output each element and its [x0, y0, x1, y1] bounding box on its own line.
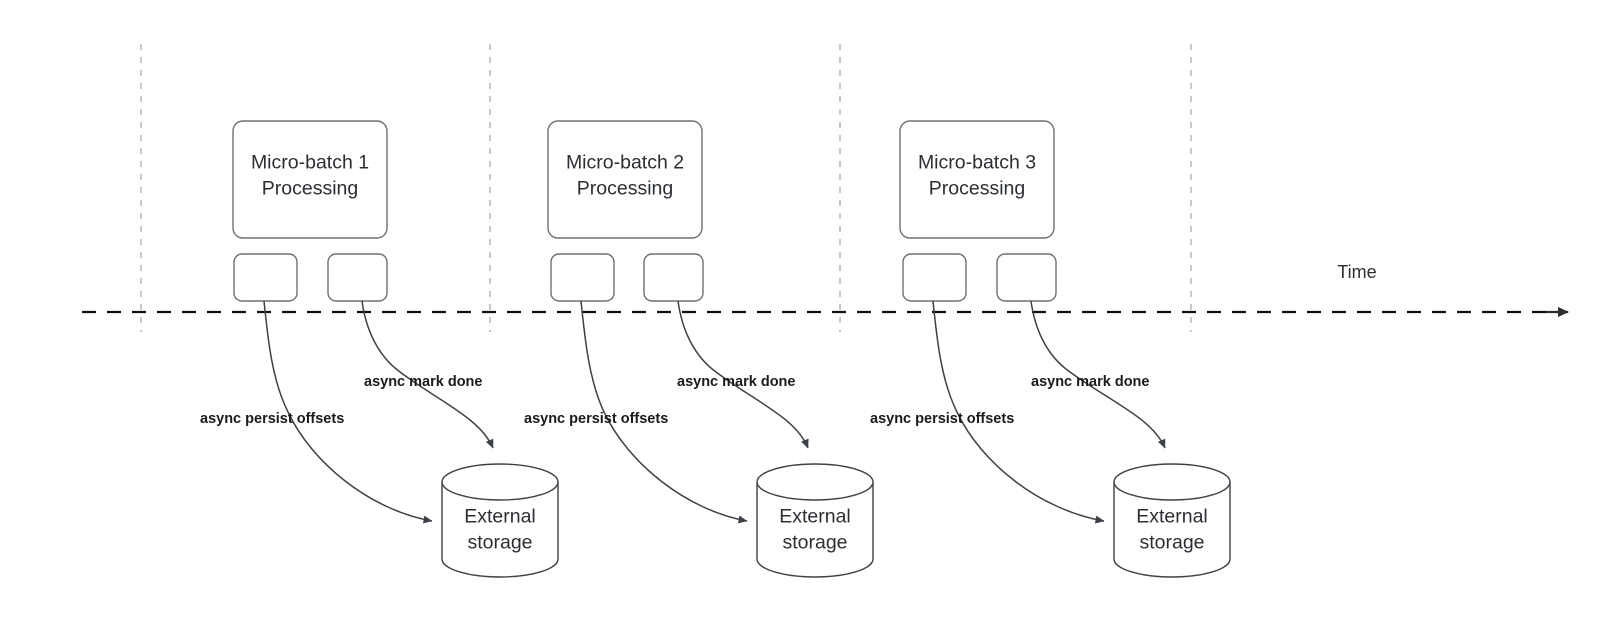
mark-done-edge	[361, 300, 494, 449]
mark-done-edge	[677, 300, 809, 449]
micro-batch-label-line2: Processing	[929, 178, 1025, 200]
mark-done-edge-label: async mark done	[1031, 374, 1149, 390]
task-box-mark[interactable]	[643, 253, 704, 302]
mark-done-edge-label: async mark done	[677, 374, 795, 390]
external-storage-label-line2: storage	[1139, 532, 1204, 554]
external-storage-label-line2: storage	[782, 532, 847, 554]
time-axis-label: Time	[1337, 262, 1376, 282]
micro-batch-box[interactable]	[547, 120, 703, 239]
persist-offsets-edge	[263, 300, 433, 524]
micro-batch-label-line1: Micro-batch 2	[566, 152, 684, 174]
mark-done-edge-label: async mark done	[364, 374, 482, 390]
task-box-persist[interactable]	[233, 253, 298, 302]
task-box-persist[interactable]	[550, 253, 615, 302]
persist-offsets-edge-label: async persist offsets	[200, 411, 344, 427]
persist-offsets-edge	[580, 300, 748, 524]
micro-batch-box[interactable]	[899, 120, 1055, 239]
external-storage-cylinder-top	[756, 481, 874, 501]
micro-batch-label-line1: Micro-batch 3	[918, 152, 1036, 174]
external-storage-label-line1: External	[1136, 506, 1208, 528]
task-box-mark[interactable]	[996, 253, 1057, 302]
external-storage-label-line1: External	[464, 506, 536, 528]
external-storage-label-line1: External	[779, 506, 851, 528]
external-storage-label-line2: storage	[467, 532, 532, 554]
external-storage-cylinder-top	[1113, 481, 1231, 501]
micro-batch-label-line2: Processing	[262, 178, 358, 200]
micro-batch-box[interactable]	[232, 120, 388, 239]
mark-done-edge	[1030, 300, 1166, 449]
persist-offsets-edge	[932, 300, 1105, 524]
task-box-persist[interactable]	[902, 253, 967, 302]
tick-line-group	[140, 44, 1192, 332]
persist-offsets-edge-label: async persist offsets	[870, 411, 1014, 427]
persist-offsets-edge-label: async persist offsets	[524, 411, 668, 427]
micro-batch-label-line2: Processing	[577, 178, 673, 200]
task-box-mark[interactable]	[327, 253, 388, 302]
micro-batch-label-line1: Micro-batch 1	[251, 152, 369, 174]
external-storage-cylinder-top	[441, 481, 559, 501]
